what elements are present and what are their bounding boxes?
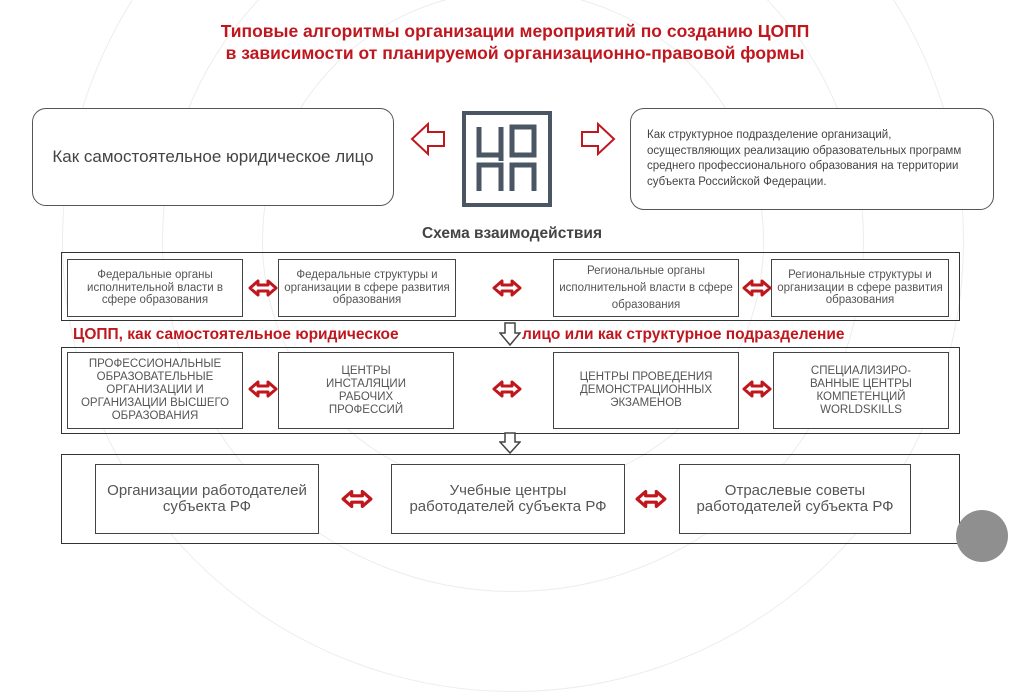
row3-box-industry-councils-label: Отраслевые советы работодателей субъекта… xyxy=(696,482,894,515)
arrow-right-icon xyxy=(581,121,616,157)
row3-box-employer-organizations: Организации работодателей субъекта РФ xyxy=(95,464,319,534)
row1-box-regional-structures-label: Региональные структуры и организации в с… xyxy=(777,269,943,307)
background-circle-3 xyxy=(62,0,964,692)
row2-box-demo-exam-centers-label: Центры проведения демонстрационных экзам… xyxy=(579,371,713,409)
row2-box-worldskills-centers: Специализиро-ванные центры компетенций W… xyxy=(773,352,949,429)
option-independent-entity-label: Как самостоятельное юридическое лицо xyxy=(52,147,374,166)
row3-box-employer-training-centers: Учебные центры работодателей субъекта РФ xyxy=(391,464,625,534)
row2-box-worldskills-centers-label: Специализиро-ванные центры компетенций W… xyxy=(810,364,912,416)
option-structural-unit-label: Как структурное подразделение организаци… xyxy=(647,129,962,188)
double-arrow-icon xyxy=(742,380,772,398)
arrow-down-icon xyxy=(499,432,521,454)
slide-navigation-dot[interactable] xyxy=(956,510,1008,562)
double-arrow-icon xyxy=(742,279,772,297)
row1-box-regional-structures: Региональные структуры и организации в с… xyxy=(771,259,949,317)
double-arrow-icon xyxy=(492,380,522,398)
copp-heading-part-2: лицо или как структурное подразделение xyxy=(522,326,845,343)
double-arrow-icon xyxy=(248,279,278,297)
copp-heading-part-1: ЦОПП, как самостоятельное юридическое xyxy=(73,326,399,343)
slide-title-line-2: в зависимости от планируемой организацио… xyxy=(225,43,805,63)
option-independent-entity: Как самостоятельное юридическое лицо xyxy=(32,108,394,206)
copp-logo xyxy=(462,111,552,207)
row1-box-regional-authorities: Региональные органы исполнительной власт… xyxy=(553,259,739,317)
double-arrow-icon xyxy=(492,279,522,297)
scheme-title: Схема взаимодействия xyxy=(421,225,603,242)
row3-box-employer-organizations-label: Организации работодателей субъекта РФ xyxy=(107,482,307,515)
row1-frame xyxy=(61,252,960,321)
row1-box-federal-authorities: Федеральные органы исполнительной власти… xyxy=(67,259,243,317)
row2-box-educational-organizations-label: Профессиональные образовательные организ… xyxy=(80,358,230,422)
row2-box-installation-centers-label: Центры инсталяции рабочих профессий xyxy=(326,364,406,416)
double-arrow-icon xyxy=(341,489,373,509)
row3-box-industry-councils: Отраслевые советы работодателей субъекта… xyxy=(679,464,911,534)
row1-box-federal-structures-label: Федеральные структуры и организации в сф… xyxy=(284,269,450,307)
row3-box-employer-training-centers-label: Учебные центры работодателей субъекта РФ xyxy=(409,482,607,515)
row1-box-federal-structures: Федеральные структуры и организации в сф… xyxy=(278,259,456,317)
row2-box-educational-organizations: Профессиональные образовательные организ… xyxy=(67,352,243,429)
row2-box-installation-centers: Центры инсталяции рабочих профессий xyxy=(278,352,454,429)
option-structural-unit: Как структурное подразделение организаци… xyxy=(630,108,994,210)
double-arrow-icon xyxy=(635,489,667,509)
arrow-down-icon xyxy=(499,322,521,346)
slide-title-line-1: Типовые алгоритмы организации мероприяти… xyxy=(220,21,810,41)
row3-frame xyxy=(61,454,960,544)
row1-box-federal-authorities-label: Федеральные органы исполнительной власти… xyxy=(87,269,223,307)
arrow-left-icon xyxy=(410,121,445,157)
row1-box-regional-authorities-label: Региональные органы исполнительной власт… xyxy=(559,264,733,311)
slide-title: Типовые алгоритмы организации мероприяти… xyxy=(130,20,900,64)
row2-box-demo-exam-centers: Центры проведения демонстрационных экзам… xyxy=(553,352,739,429)
double-arrow-icon xyxy=(248,380,278,398)
